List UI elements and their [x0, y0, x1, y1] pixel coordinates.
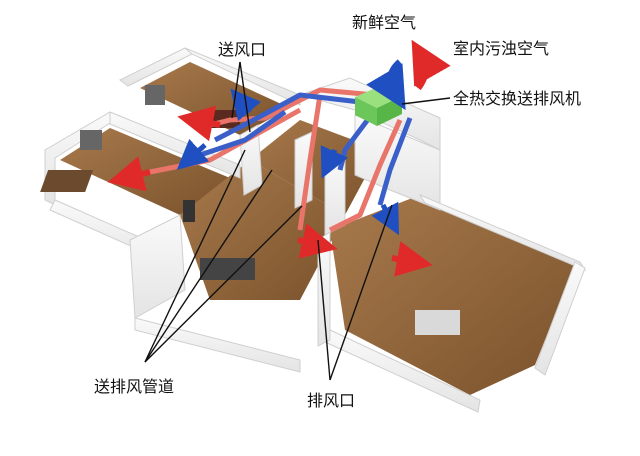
label-exhaust-outlet: 排风口 [307, 391, 355, 410]
leader-exhaust-outlet-b [329, 204, 393, 381]
supply-arrow-right [391, 241, 433, 277]
exhaust-duct-left [199, 109, 287, 158]
leader-duct-a [144, 149, 246, 363]
window-left [80, 130, 102, 150]
wall-right-back [418, 193, 587, 272]
flow-arrows [107, 39, 451, 277]
exhaust-arrow-top [230, 88, 262, 122]
wall-bath [354, 114, 441, 211]
label-indoor-dirty-air: 室内污浊空气 [453, 39, 549, 58]
leader-exhaust-outlet [317, 239, 331, 381]
supply-duct-living [297, 94, 323, 231]
label-supply-outlet: 送风口 [218, 40, 266, 59]
supply-arrow-living [297, 223, 338, 259]
fresh-air-arrow [366, 59, 406, 111]
wall-living-front [134, 317, 301, 373]
exhaust-arrow-left [176, 138, 210, 170]
leader-duct-b [144, 169, 273, 363]
supply-arrow-left [107, 156, 151, 192]
leader-duct-c [144, 205, 303, 363]
table-right [415, 310, 460, 335]
supply-duct-left [134, 107, 302, 178]
leader-supply-outlet [231, 61, 241, 119]
supply-ducts [134, 87, 403, 233]
label-fresh-air: 新鲜空气 [352, 13, 416, 32]
wall-right-side [534, 261, 586, 376]
labels: 送风口 新鲜空气 室内污浊空气 全热交换送排风机 送排风管道 排风口 [94, 13, 581, 410]
leader-supply-outlet-b [239, 61, 251, 133]
indoor-air-arrow [411, 39, 451, 91]
supply-duct-right [328, 118, 403, 233]
leader-exchanger [401, 97, 451, 105]
window-top [145, 85, 165, 105]
wall-right-left [317, 231, 331, 347]
label-heat-exchanger: 全热交换送排风机 [453, 89, 581, 108]
exhaust-arrow-right [371, 201, 400, 236]
picture-frame [183, 200, 195, 222]
exhaust-duct-main [213, 92, 361, 143]
supply-arrow-top [177, 105, 221, 142]
exhaust-arrow-mid [320, 145, 348, 179]
bed-left [40, 170, 94, 192]
supply-duct-main [209, 87, 376, 128]
exhaust-duct-right [377, 117, 413, 206]
label-duct: 送排风管道 [94, 377, 174, 396]
leader-lines [144, 61, 451, 381]
floor-right-room [330, 195, 575, 395]
wall-living-left [129, 214, 186, 319]
sofa [200, 258, 255, 280]
